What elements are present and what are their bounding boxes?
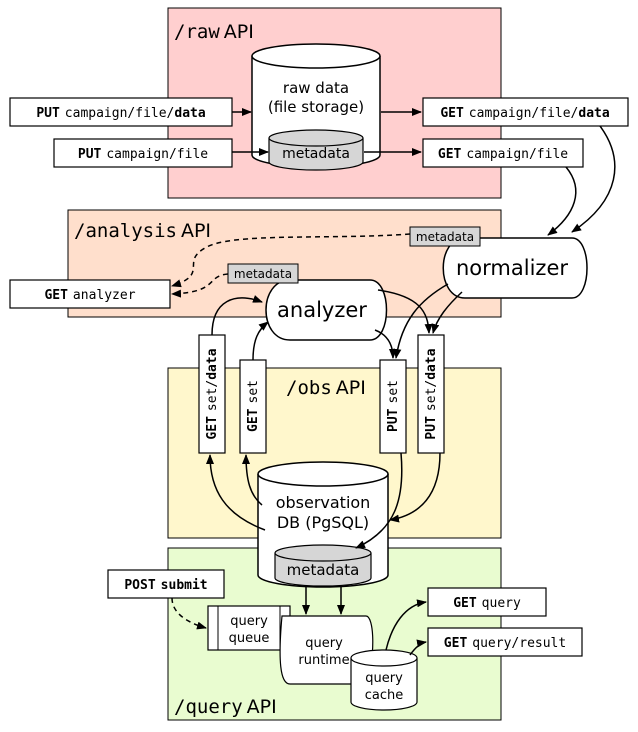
raw-storage-label-line1: raw data — [283, 79, 349, 97]
arrow-normalizer-to-put-set — [393, 283, 449, 359]
dashed-arrow-analyzer-metadata-to-get-analyzer — [171, 273, 229, 298]
arrow-runtime-to-get-query — [385, 599, 427, 651]
obs-metadata-label: metadata — [287, 561, 360, 579]
query-queue: query queue — [207, 605, 291, 651]
query-cache-label-line2: cache — [365, 688, 404, 703]
arrow-get-set-data-to-analyzer — [211, 295, 263, 336]
arrow-normalizer-to-put-set-data — [431, 291, 463, 334]
arrow-db-to-get-set-data — [206, 454, 266, 531]
obs-metadata-store: metadata — [274, 544, 372, 587]
arrow-get-data-to-normalizer — [571, 125, 616, 233]
normalizer-metadata-tag: metadata — [409, 226, 481, 247]
normalizer-component: normalizer — [442, 237, 588, 299]
raw-storage-label-line2: (file storage) — [268, 98, 364, 116]
put-set-endpoint[interactable]: PUTset — [379, 359, 407, 454]
arrow-db-to-get-set — [242, 454, 263, 506]
put-set-data-endpoint[interactable]: PUTset/data — [417, 334, 445, 454]
raw-metadata-label: metadata — [282, 146, 350, 162]
raw-metadata-store: metadata — [268, 129, 364, 171]
arrow-get-set-to-analyzer — [252, 321, 269, 361]
observation-db-label-line2: DB (PgSQL) — [277, 513, 369, 532]
svg-text:GETset: GETset — [246, 380, 261, 432]
analyzer-label: analyzer — [277, 298, 367, 322]
arrow-cache-to-get-result — [409, 639, 427, 656]
query-runtime-label-line1: query — [305, 636, 343, 651]
observation-db-label-line1: observation — [276, 493, 371, 512]
analyzer-metadata-tag: metadata — [227, 263, 299, 284]
query-queue-label-line1: query — [230, 614, 268, 629]
arrow-get-file-to-normalizer — [547, 166, 577, 236]
get-set-data-endpoint[interactable]: GETset/data — [198, 334, 226, 454]
analyzer-metadata-label: metadata — [234, 267, 292, 281]
arrow-put-set-data-to-db — [389, 452, 441, 523]
query-cache: query cache — [350, 649, 418, 711]
arrow-analyzer-to-put-set — [374, 329, 397, 359]
analyzer-component: analyzer — [265, 279, 388, 341]
svg-text:GETset/data: GETset/data — [205, 348, 220, 439]
query-runtime: query runtime — [279, 615, 374, 685]
normalizer-metadata-label: metadata — [416, 230, 474, 244]
get-set-endpoint[interactable]: GETset — [239, 359, 267, 454]
dashed-arrow-normalizer-metadata-to-get-analyzer — [171, 233, 411, 288]
query-queue-label-line2: queue — [229, 631, 270, 646]
query-cache-label-line1: query — [365, 671, 403, 686]
svg-text:PUTset: PUTset — [386, 380, 401, 432]
arrow-put-set-to-metadata — [355, 452, 403, 549]
dashed-arrow-submit-to-queue — [171, 597, 207, 630]
normalizer-label: normalizer — [456, 256, 568, 280]
svg-text:PUTset/data: PUTset/data — [424, 348, 439, 439]
query-runtime-label-line2: runtime — [298, 653, 349, 668]
